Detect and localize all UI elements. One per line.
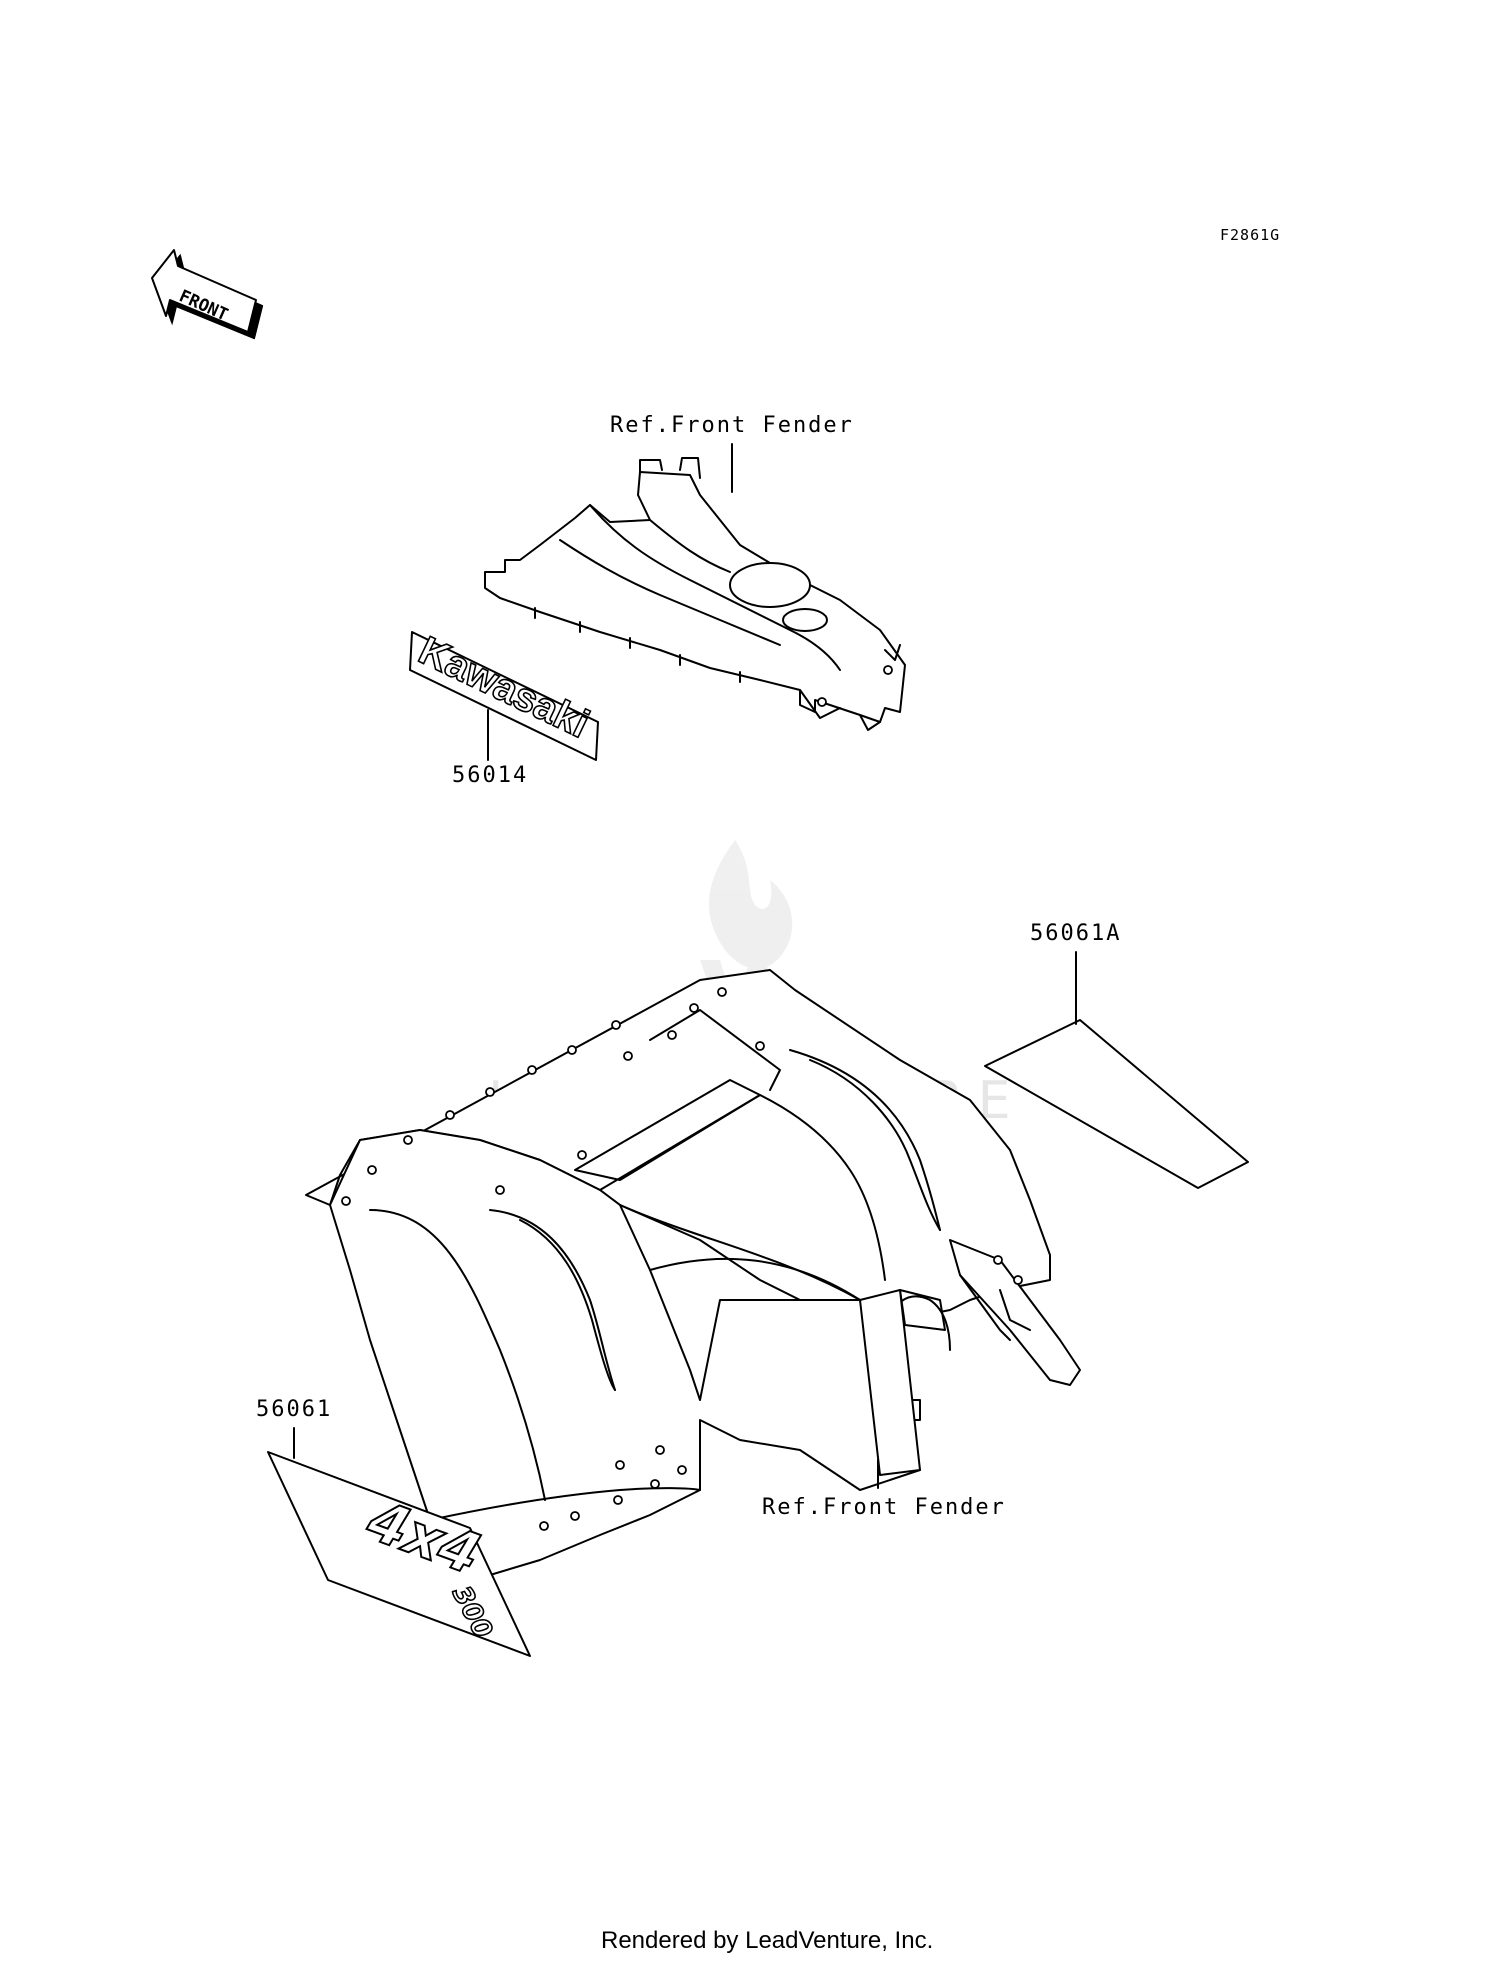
decal-56061a bbox=[984, 1019, 1249, 1189]
rear-fender-illustration bbox=[305, 969, 1081, 1576]
part-56061a-label: 56061A bbox=[1030, 921, 1121, 946]
ref-front-fender-bottom-label: Ref.Front Fender bbox=[762, 1495, 1006, 1520]
front-direction-arrow-icon: FRONT bbox=[151, 249, 264, 340]
part-56061-label: 56061 bbox=[256, 1397, 332, 1422]
ref-front-fender-top-label: Ref.Front Fender bbox=[610, 413, 854, 438]
footer-credit: Rendered by LeadVenture, Inc. bbox=[601, 1927, 933, 1954]
kawasaki-decal: Kawasaki bbox=[409, 628, 599, 761]
diagram-code: F2861G bbox=[1220, 226, 1280, 244]
kawasaki-decal-text: Kawasaki bbox=[412, 628, 596, 746]
front-fender-top-illustration bbox=[484, 457, 906, 731]
part-56014-label: 56014 bbox=[452, 763, 528, 788]
